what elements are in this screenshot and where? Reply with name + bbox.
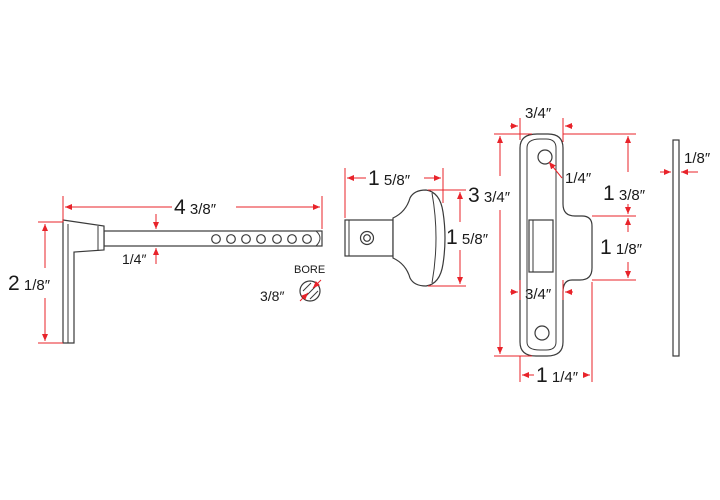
strike-mid-width-dimension: 3/4″ xyxy=(510,280,573,303)
knob-diameter-label: 1 5/8″ xyxy=(446,226,489,249)
plate-thickness-label: 1/8″ xyxy=(684,150,711,167)
strike-upper-dimension: 1 3/8″ xyxy=(563,133,646,217)
strike-plate xyxy=(519,133,593,357)
plate-edge xyxy=(672,139,680,357)
strike-lower-dimension: 1 1/8″ xyxy=(592,218,643,281)
bore-callout: BORE 3/8″ xyxy=(260,264,325,304)
lever-length-label: 4 3/8″ xyxy=(174,196,217,219)
strike-top-width-label: 3/4″ xyxy=(525,105,552,122)
spindle-holes xyxy=(211,234,312,244)
knob-shank xyxy=(344,219,394,257)
knob-length-label: 1 5/8″ xyxy=(368,167,411,190)
lever-height-dimension: 2 1/8″ xyxy=(8,221,63,344)
plate-thickness-dimension: 1/8″ xyxy=(660,150,711,175)
strike-upper-label: 1 3/8″ xyxy=(603,182,646,205)
spindle-diameter-dimension: 1/4″ xyxy=(122,214,159,267)
bore-diameter-label: 3/8″ xyxy=(260,288,284,304)
strike-top-width-dimension: 3/4″ xyxy=(510,105,573,142)
spindle-diameter-label: 1/4″ xyxy=(122,251,146,267)
lever-length-dimension: 4 3/8″ xyxy=(62,196,323,229)
knob xyxy=(344,189,446,287)
strike-height-dimension: 3 3/4″ xyxy=(468,133,532,357)
strike-bottom-width-label: 1 1/4″ xyxy=(536,364,579,387)
knob-head xyxy=(392,189,446,287)
strike-top-hole xyxy=(537,149,553,165)
strike-bottom-hole xyxy=(534,325,550,341)
strike-lower-label: 1 1/8″ xyxy=(600,236,643,259)
knob-length-dimension: 1 5/8″ xyxy=(344,167,444,218)
lever-handle xyxy=(62,219,323,344)
strike-hole-label: 1/4″ xyxy=(565,170,592,187)
lever-height-label: 2 1/8″ xyxy=(8,272,51,295)
strike-bottom-width-dimension: 1 1/4″ xyxy=(519,282,593,387)
plate-side-view xyxy=(672,139,680,357)
strike-mid-width-label: 3/4″ xyxy=(525,286,552,303)
bore-title: BORE xyxy=(294,264,325,276)
strike-height-label: 3 3/4″ xyxy=(468,184,511,207)
strike-hole-dimension: 1/4″ xyxy=(548,161,592,187)
knob-diameter-dimension: 1 5/8″ xyxy=(428,189,489,287)
